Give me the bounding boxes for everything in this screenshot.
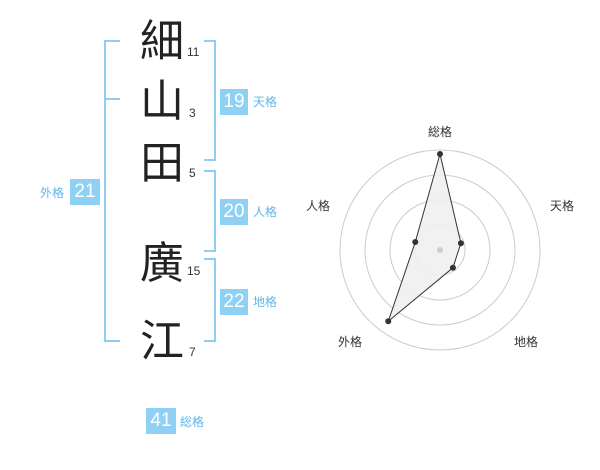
radar-axis-label-4: 外格: [338, 334, 362, 349]
radar-polygon: [387, 153, 462, 323]
stroke-count-3: 5: [189, 166, 196, 180]
radar-axis-label-1: 総格: [428, 124, 452, 139]
stroke-count-5: 7: [189, 345, 196, 359]
stroke-count-1: 11: [187, 45, 200, 59]
gaikaku-bracket-tick: [104, 98, 120, 100]
soukaku-label: 総格: [180, 415, 205, 429]
tenkaku-value-box: 19: [220, 89, 248, 115]
jinkaku-label: 人格: [253, 205, 278, 219]
radar-point-4: [385, 318, 392, 325]
radar-axis-label-3: 地格: [514, 334, 538, 349]
radar-point-2: [457, 240, 464, 247]
name-char-5: 江: [140, 316, 184, 367]
name-char-2: 山: [140, 76, 184, 127]
radar-ring-4: [339, 149, 541, 351]
radar-center-dot: [437, 247, 443, 253]
gaikaku-bracket: [104, 40, 120, 342]
name-char-3: 田: [140, 138, 184, 189]
jinkaku-bracket: [204, 170, 216, 252]
tenkaku-bracket: [204, 40, 216, 161]
jinkaku-value-box: 20: [220, 199, 248, 225]
radar-axis-label-2: 天格: [550, 198, 574, 213]
stroke-count-2: 3: [189, 106, 196, 120]
chikaku-label: 地格: [253, 295, 278, 309]
radar-axis-label-5: 人格: [306, 198, 330, 213]
chikaku-value-box: 22: [220, 289, 248, 315]
chikaku-bracket: [204, 258, 216, 342]
stroke-count-4: 15: [187, 264, 201, 278]
gaikaku-label: 外格: [40, 186, 65, 200]
radar-point-5: [412, 238, 419, 245]
radar-point-3: [449, 264, 456, 271]
soukaku-value-box: 41: [146, 408, 176, 434]
tenkaku-label: 天格: [253, 95, 278, 109]
name-char-4: 廣: [140, 238, 184, 289]
gaikaku-value-box: 21: [70, 179, 100, 205]
radar-point-1: [437, 151, 443, 157]
name-char-1: 細: [140, 16, 184, 67]
